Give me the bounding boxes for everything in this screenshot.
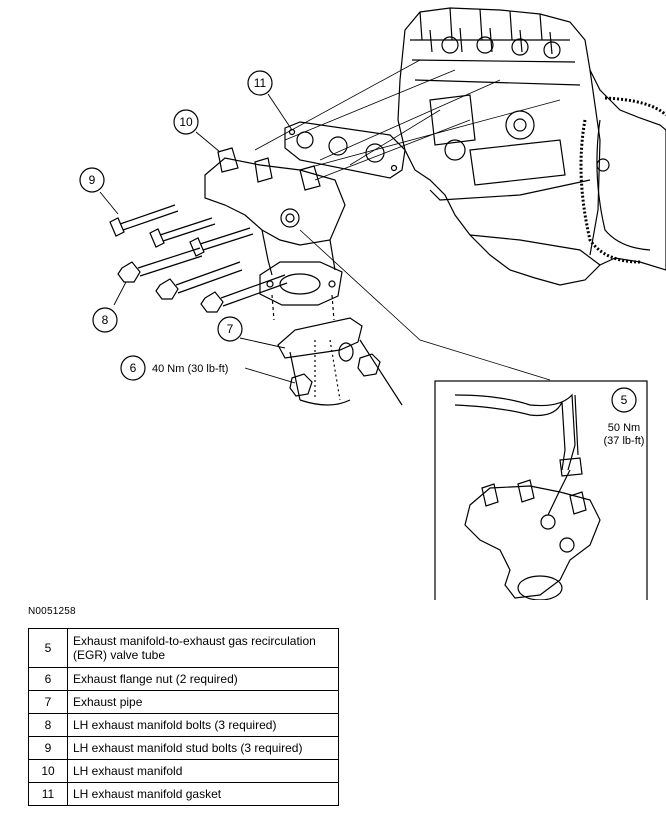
- callout-9: 9: [79, 167, 105, 193]
- legend-number: 8: [28, 713, 68, 737]
- legend-description: LH exhaust manifold bolts (3 required): [67, 713, 339, 737]
- legend-description: LH exhaust manifold stud bolts (3 requir…: [67, 736, 339, 760]
- legend-description: LH exhaust manifold gasket: [67, 782, 339, 806]
- legend-row: 8 LH exhaust manifold bolts (3 required): [28, 713, 339, 737]
- legend-row: 10 LH exhaust manifold: [28, 759, 339, 783]
- exploded-view-diagram: 9 10 11 8 7 6 40 Nm (30 lb-ft) 5 50 Nm (…: [79, 7, 666, 600]
- parts-legend-table: 5 Exhaust manifold-to-exhaust gas recirc…: [28, 628, 339, 806]
- callout-6: 6: [120, 355, 146, 381]
- exhaust-pipe-drawing: [277, 317, 403, 406]
- legend-number: 5: [28, 628, 68, 668]
- exhaust-flange-nuts-drawing: [289, 353, 381, 397]
- torque-spec-6: 40 Nm (30 lb-ft): [152, 363, 228, 375]
- manifold-stud-bolts-drawing: [109, 204, 254, 257]
- legend-row: 7 Exhaust pipe: [28, 690, 339, 714]
- legend-row: 9 LH exhaust manifold stud bolts (3 requ…: [28, 736, 339, 760]
- legend-number: 11: [28, 782, 68, 806]
- manifold-outlet-flange-drawing: [259, 261, 343, 321]
- figure-id: N0051258: [28, 606, 76, 617]
- legend-description: LH exhaust manifold: [67, 759, 339, 783]
- alignment-lines: [254, 59, 561, 381]
- torque-spec-5-lbft: (37 lb-ft): [604, 435, 645, 447]
- svg-text:8: 8: [102, 313, 109, 327]
- legend-number: 7: [28, 690, 68, 714]
- torque-spec-5-nm: 50 Nm: [608, 422, 640, 434]
- svg-text:9: 9: [89, 173, 96, 187]
- legend-number: 10: [28, 759, 68, 783]
- legend-description: Exhaust pipe: [67, 690, 339, 714]
- svg-text:6: 6: [130, 361, 137, 375]
- lh-exhaust-manifold-drawing: [204, 147, 346, 276]
- legend-row: 6 Exhaust flange nut (2 required): [28, 667, 339, 691]
- callout-10: 10: [173, 109, 199, 135]
- engine-block-drawing: [397, 7, 666, 286]
- svg-text:10: 10: [179, 115, 193, 129]
- legend-row: 5 Exhaust manifold-to-exhaust gas recirc…: [28, 628, 339, 668]
- callout-11: 11: [247, 70, 273, 96]
- legend-description: Exhaust flange nut (2 required): [67, 667, 339, 691]
- svg-text:11: 11: [254, 76, 267, 90]
- callout-7: 7: [217, 316, 243, 342]
- inset-detail-box: [434, 380, 648, 600]
- legend-description: Exhaust manifold-to-exhaust gas recircul…: [67, 628, 339, 668]
- svg-text:7: 7: [227, 322, 234, 336]
- legend-number: 6: [28, 667, 68, 691]
- manifold-bolts-drawing: [117, 247, 288, 313]
- callout-8: 8: [92, 307, 118, 333]
- svg-text:5: 5: [621, 393, 628, 407]
- legend-row: 11 LH exhaust manifold gasket: [28, 782, 339, 806]
- legend-number: 9: [28, 736, 68, 760]
- callout-5: 5: [611, 387, 637, 413]
